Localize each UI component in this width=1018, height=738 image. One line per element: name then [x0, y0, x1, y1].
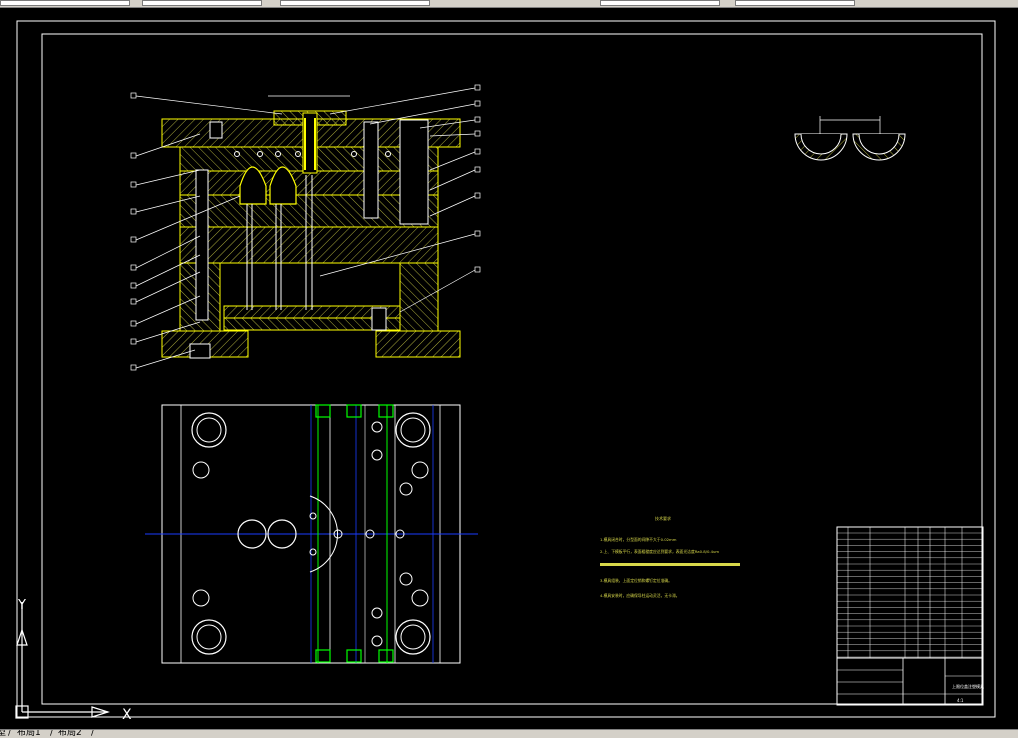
notes-highlight-bar: [600, 563, 740, 566]
notes-heading: 技术要求: [655, 515, 671, 521]
drawing-canvas[interactable]: 技术要求 1.模具闭合时，分型面的间隙不大于0.02mm 2.上、下模板平行，表…: [0, 8, 1018, 729]
mold-plan-view: [145, 404, 478, 664]
drawing-scale: 4:1: [957, 698, 964, 703]
plotstyle-dropdown[interactable]: [735, 0, 855, 6]
notes-line-4: 4.模具安装时，应确保导柱运动灵活，无卡滞。: [600, 593, 680, 598]
lineweight-dropdown[interactable]: [600, 0, 720, 6]
inner-border: [41, 33, 983, 705]
product-detail-view: [794, 116, 906, 161]
toolbar-strip: [0, 0, 1018, 8]
ucs-x-label: X: [122, 707, 132, 723]
part-leaders: [135, 87, 476, 369]
technical-notes: 技术要求 1.模具闭合时，分型面的间隙不大于0.02mm 2.上、下模板平行，表…: [600, 515, 740, 598]
bom-table-lines: [837, 527, 983, 658]
ucs-y-label: Y: [17, 598, 26, 613]
drawing-name: 上限位盖注塑模具: [952, 683, 984, 689]
outer-border: [16, 20, 996, 718]
notes-line-2: 2.上、下模板平行，表面粗糙度应达到要求，表面光洁度Ra0.8/0.4um: [600, 549, 719, 554]
mold-section-view: [161, 110, 461, 359]
notes-line-1: 1.模具闭合时，分型面的间隙不大于0.02mm: [600, 537, 677, 542]
balloons: [130, 84, 481, 371]
tab-model[interactable]: 型: [0, 730, 6, 738]
layout-tabs: 型 / 布局1 / 布局2 /: [0, 729, 1018, 738]
tab-layout1[interactable]: 布局1: [17, 729, 41, 738]
notes-line-3: 3.模具组装，上面定位销和螺钉定位准确。: [600, 578, 672, 583]
tab-separator: /: [91, 729, 95, 738]
layer-dropdown[interactable]: [0, 0, 130, 6]
tab-separator: /: [8, 729, 12, 738]
ucs-icon: [15, 602, 111, 719]
tab-layout2[interactable]: 布局2: [58, 729, 82, 738]
tab-separator: /: [50, 729, 54, 738]
linetype-dropdown[interactable]: [280, 0, 430, 6]
color-dropdown[interactable]: [142, 0, 262, 6]
title-block: 上限位盖注塑模具 4:1: [836, 526, 984, 706]
